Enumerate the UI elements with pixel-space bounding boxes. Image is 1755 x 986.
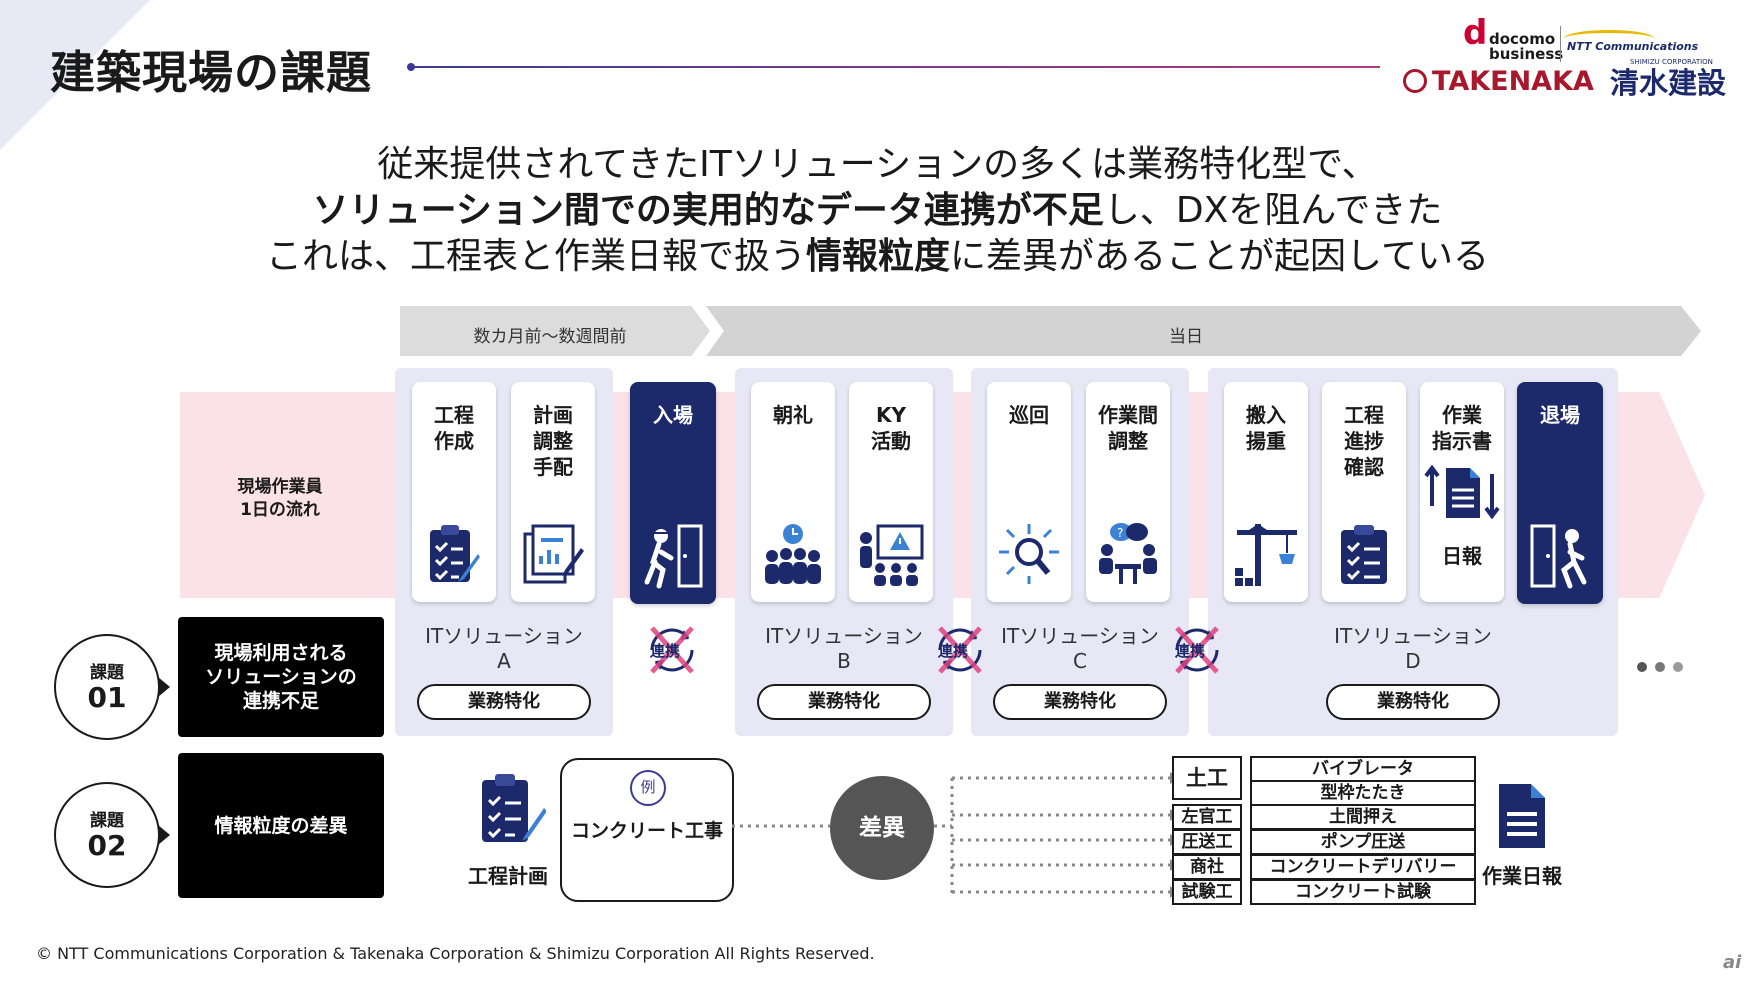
- timeline-phase-before: [400, 306, 710, 356]
- more-indicator: [1637, 657, 1691, 676]
- document-chart-icon: [523, 524, 584, 584]
- shimizu-logo: 清水建設: [1610, 66, 1727, 100]
- it-solution-d-label: ITソリューション D: [1334, 624, 1492, 673]
- clipboard-checklist-icon: [1341, 525, 1387, 584]
- lead-line-2-bold: ソリューション間での実用的なデータ連携が不足: [312, 190, 1104, 231]
- task-card-delivery-lifting: 搬入 揚重: [1224, 382, 1308, 602]
- discussion-table-icon: ?: [1099, 523, 1157, 584]
- issue-01-box: 現場利用される ソリューションの 連携不足: [178, 617, 384, 737]
- task-card-morning-meeting: 朝礼: [751, 382, 835, 602]
- corner-decoration: [0, 0, 150, 150]
- task-card-entry: 入場: [630, 382, 716, 604]
- example-badge: 例: [630, 770, 666, 806]
- task-card-ky-activity: KY 活動: [849, 382, 933, 602]
- task-card-patrol: 巡回: [987, 382, 1071, 602]
- dotted-connector: [732, 772, 1178, 898]
- search-radiating-icon: [999, 524, 1059, 584]
- lead-line-3-bold: 情報粒度: [806, 236, 951, 277]
- broken-link-marker-2: 連携: [930, 620, 990, 680]
- timeline-phase-before-label: 数カ月前～数週間前: [473, 327, 627, 347]
- trade-task-form-tapping: 型枠たたき: [1250, 780, 1476, 806]
- issue-01-badge: 課題 01: [54, 634, 160, 740]
- process-plan-label: 工程計画: [468, 864, 548, 888]
- watermark: ai: [1723, 952, 1742, 973]
- broken-link-marker-3: 連携: [1167, 620, 1227, 680]
- trade-role-plasterer: 左官工: [1172, 804, 1242, 830]
- shimizu-small-text: SHIMIZU CORPORATION: [1630, 58, 1713, 66]
- trade-role-pumper: 圧送工: [1172, 829, 1242, 855]
- daily-report-label: 日報: [1442, 544, 1482, 568]
- specialized-pill-b: 業務特化: [757, 684, 931, 720]
- trade-role-earthwork: 土工: [1172, 756, 1242, 800]
- title-rule: [410, 66, 1380, 68]
- example-task: コンクリート工事: [570, 820, 723, 842]
- trade-task-testing: コンクリート試験: [1250, 879, 1476, 905]
- copyright: © NTT Communications Corporation & Taken…: [36, 944, 875, 963]
- lead-line-1: 従来提供されてきたITソリューションの多くは業務特化型で、: [377, 144, 1378, 185]
- logo-separator: [1560, 26, 1561, 62]
- trade-task-pump: ポンプ圧送: [1250, 829, 1476, 855]
- sync-crossed-icon: [650, 626, 694, 674]
- specialized-pill-d: 業務特化: [1326, 684, 1500, 720]
- issue-02-box: 情報粒度の差異: [178, 753, 384, 898]
- lead-line-2-rest: し、DXを阻んできた: [1103, 190, 1443, 231]
- task-card-work-instruction: 作業 指示書 日報: [1420, 382, 1504, 602]
- takenaka-logo: TAKENAKA: [1432, 66, 1594, 97]
- process-plan-icon: [482, 774, 546, 842]
- lead-line-3-b: に差異があることが起因している: [950, 236, 1489, 277]
- trade-task-floor-finishing: 土間押え: [1250, 804, 1476, 830]
- lead-line-2: ソリューション間での実用的なデータ連携が不足し、DXを阻んできた: [0, 188, 1755, 234]
- daily-flow-label: 現場作業員 1日の流れ: [237, 477, 323, 520]
- ntt-communications-logo: NTT Communications: [1567, 40, 1699, 53]
- sync-crossed-icon: [938, 626, 982, 674]
- document-sync-icon: [1424, 464, 1500, 520]
- trade-role-trading: 商社: [1172, 854, 1242, 880]
- trade-task-delivery: コンクリートデリバリー: [1250, 854, 1476, 880]
- lead-line-3: これは、工程表と作業日報で扱う情報粒度に差異があることが起因している: [0, 234, 1755, 280]
- crane-icon: [1235, 524, 1297, 586]
- docomo-business-logo: d docomo business: [1463, 13, 1564, 63]
- link-label-3: 連携: [1175, 642, 1206, 660]
- specialized-pill-a: 業務特化: [417, 684, 591, 720]
- issue-02-pointer: [158, 825, 170, 845]
- ntt-logo-arc: [1564, 30, 1654, 47]
- lead-line-3-a: これは、工程表と作業日報で扱う: [266, 236, 807, 277]
- timeline-phase-today: [706, 306, 1701, 356]
- sync-crossed-icon: [1175, 626, 1219, 674]
- example-box: 例 コンクリート工事: [560, 758, 734, 902]
- trade-role-tester: 試験工: [1172, 879, 1242, 905]
- link-label-2: 連携: [938, 642, 969, 660]
- it-solution-c-label: ITソリューション C: [1001, 624, 1159, 673]
- link-label-1: 連携: [650, 642, 681, 660]
- task-card-inter-work-coordination: 作業間 調整 ?: [1086, 382, 1170, 602]
- timeline-phase-today-label: 当日: [1169, 327, 1203, 347]
- page-title: 建築現場の課題: [50, 46, 373, 99]
- team-clock-icon: [765, 524, 821, 584]
- specialized-pill-c: 業務特化: [993, 684, 1167, 720]
- trade-task-vibrator: バイブレータ: [1250, 756, 1476, 782]
- work-report-label: 作業日報: [1482, 864, 1562, 888]
- work-report-icon: [1499, 784, 1545, 848]
- difference-node: 差異: [830, 776, 934, 880]
- svg-text:?: ?: [1117, 526, 1123, 540]
- it-solution-a-label: ITソリューション A: [425, 624, 583, 673]
- it-solution-b-label: ITソリューション B: [765, 624, 923, 673]
- hazard-briefing-icon: [860, 524, 924, 586]
- worker-entering-door-icon: [644, 524, 703, 589]
- task-card-exit: 退場: [1517, 382, 1603, 604]
- takenaka-mark-icon: [1403, 69, 1427, 93]
- issue-02-badge: 課題 02: [54, 782, 160, 888]
- worker-exiting-door-icon: [1530, 524, 1587, 589]
- broken-link-marker-1: 連携: [642, 620, 702, 680]
- task-card-plan-arrange: 計画 調整 手配: [511, 382, 595, 602]
- clipboard-checklist-icon: [430, 525, 480, 582]
- task-card-process-creation: 工程 作成: [412, 382, 496, 602]
- task-card-progress-check: 工程 進捗 確認: [1322, 382, 1406, 602]
- issue-01-pointer: [158, 677, 170, 697]
